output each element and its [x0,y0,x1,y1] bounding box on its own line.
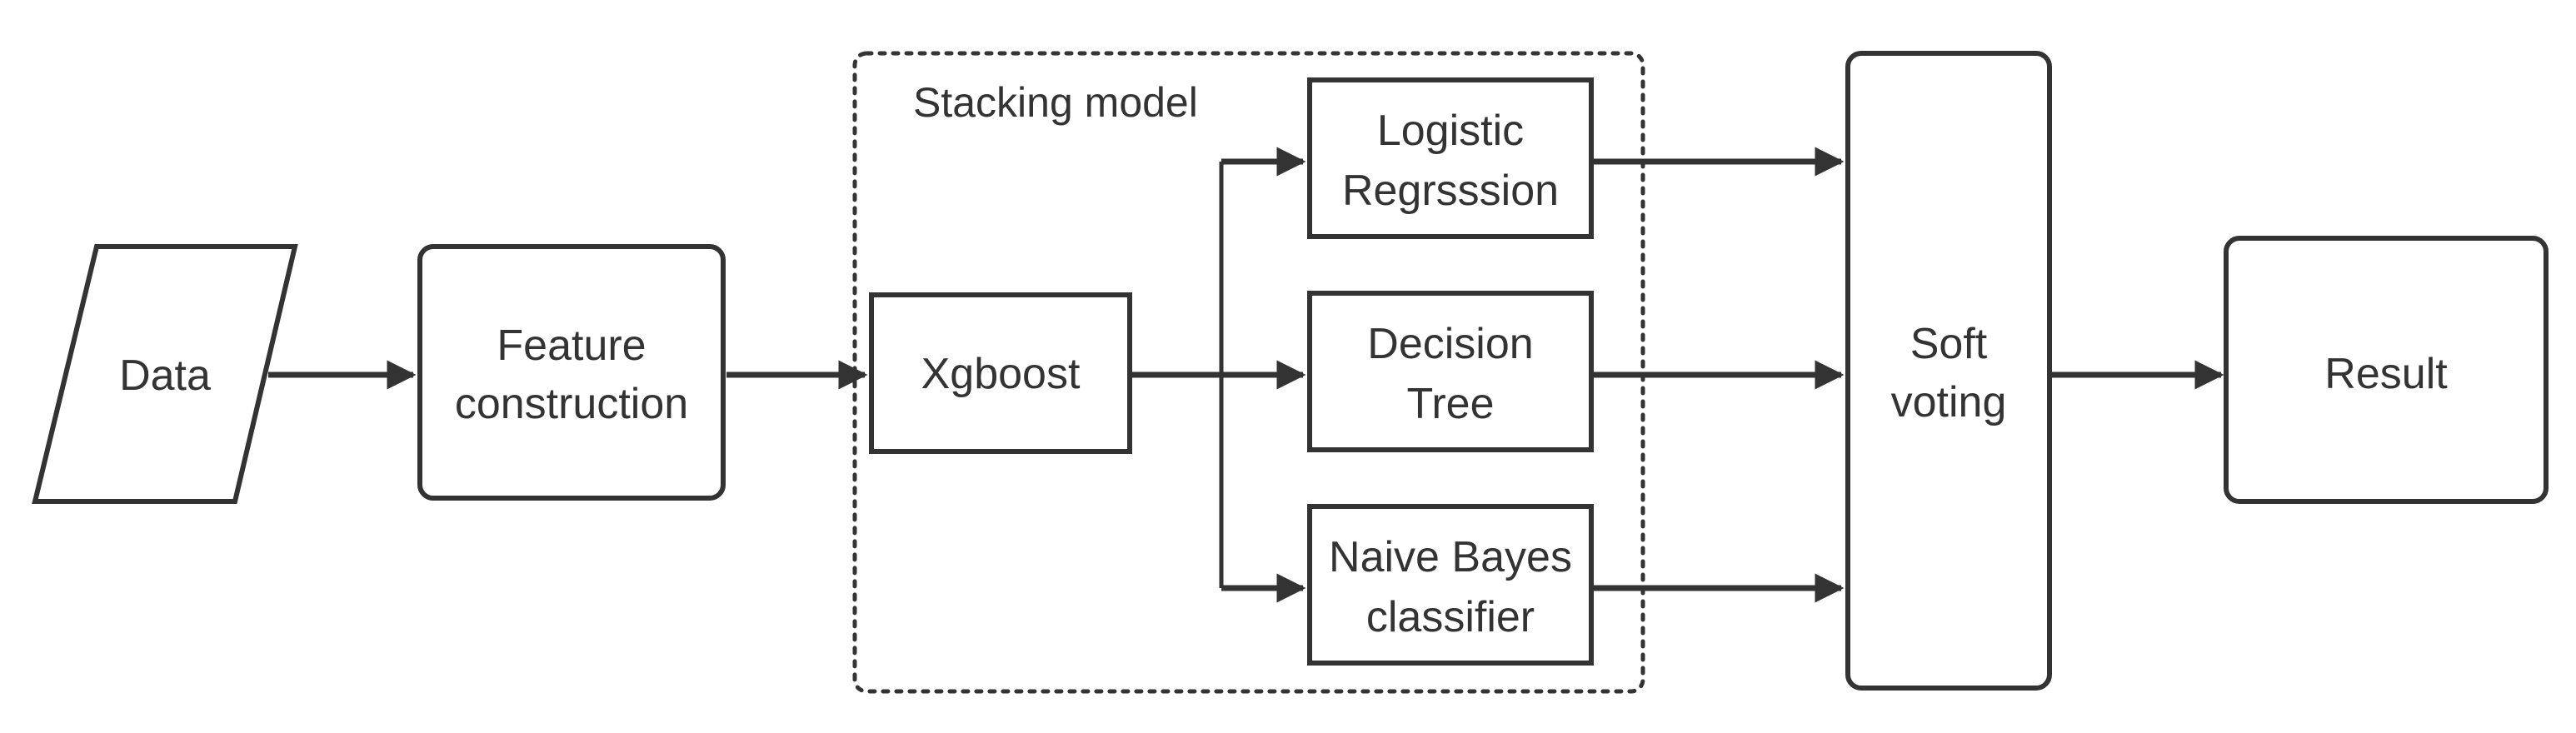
node-feature-construction-line-2: construction [455,380,688,428]
node-result-label: Result [2324,350,2448,398]
node-data: Data [32,244,298,504]
node-feature-construction: Feature construction [417,244,726,501]
data-parallelogram-shape [32,244,298,504]
node-decision-tree: Decision Tree [1307,291,1594,452]
node-data-label: Data [119,352,211,400]
node-feature-construction-line-1: Feature [497,322,646,370]
node-soft-voting-line-2: voting [1891,378,2007,426]
stacking-model-label: Stacking model [913,79,1198,126]
node-logistic-regression-line-1: Logistic [1377,107,1524,155]
node-logistic-regression: Logistic Regrsssion [1307,77,1594,239]
node-xgboost-label: Xgboost [921,350,1081,398]
node-soft-voting: Soft voting [1845,51,2052,691]
node-soft-voting-line-1: Soft [1910,320,1988,368]
node-xgboost: Xgboost [869,292,1132,454]
node-result: Result [2224,236,2549,504]
node-naive-bayes-line-2: classifier [1366,593,1535,641]
node-logistic-regression-line-2: Regrsssion [1342,167,1559,215]
node-naive-bayes-classifier: Naive Bayes classifier [1307,504,1594,666]
node-naive-bayes-line-1: Naive Bayes [1329,533,1572,581]
edges [268,147,2224,603]
node-decision-tree-line-1: Decision [1367,320,1533,368]
node-decision-tree-line-2: Tree [1407,380,1495,428]
